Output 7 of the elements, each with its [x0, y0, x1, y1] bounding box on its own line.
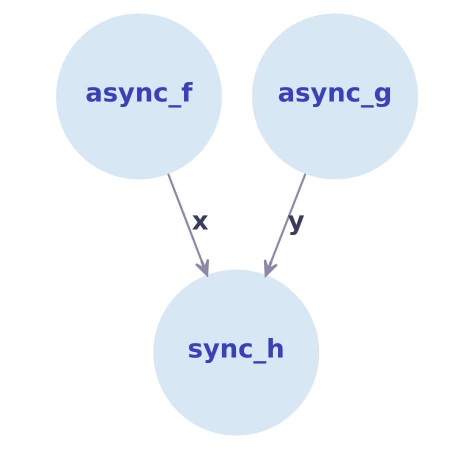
arrow [264, 173, 306, 277]
node-circle: async_g [252, 13, 418, 180]
node-circle: async_f [56, 13, 222, 180]
edge-label: x [192, 206, 209, 236]
edge-label: y [288, 206, 305, 236]
arrow [167, 173, 210, 276]
node-circle: sync_h [153, 270, 320, 436]
